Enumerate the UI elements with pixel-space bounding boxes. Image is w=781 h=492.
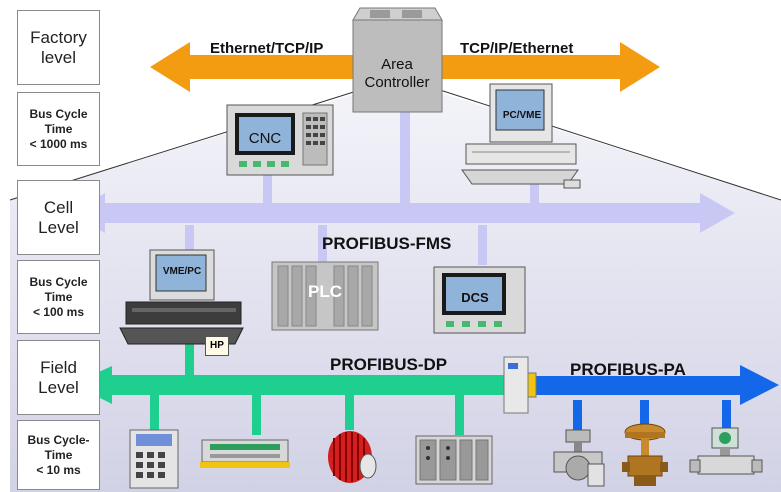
factory-level-label: Factory level	[17, 10, 100, 85]
ethernet-label-right: TCP/IP/Ethernet	[460, 40, 574, 57]
profibus-dp-label: PROFIBUS-DP	[330, 355, 448, 374]
profibus-fms-label: PROFIBUS-FMS	[322, 234, 452, 253]
field-level-label: Field Level	[17, 340, 100, 415]
drive-motor-icon	[322, 426, 378, 488]
control-valve-icon	[620, 420, 670, 490]
factory-bus-cycle-label: Bus Cycle Time < 1000 ms	[17, 92, 100, 166]
hp-badge: HP	[205, 336, 229, 356]
cnc-terminal-icon	[225, 103, 335, 178]
dp-pa-coupler-icon	[502, 355, 538, 415]
cnc-label: CNC	[248, 130, 282, 147]
profibus-pa-label: PROFIBUS-PA	[570, 360, 686, 379]
io-module-icon	[200, 432, 290, 472]
remote-io-icon	[414, 434, 494, 486]
valve-actuator-icon	[548, 428, 608, 488]
area-controller-label: Area Controller	[364, 56, 430, 91]
cell-bus-cycle-label: Bus Cycle Time < 100 ms	[17, 260, 100, 334]
flow-transmitter-icon	[688, 426, 768, 488]
dcs-label: DCS	[461, 290, 489, 305]
area-controller-icon	[350, 6, 445, 116]
cell-level-label: Cell Level	[17, 180, 100, 255]
vme-pc-workstation-icon	[118, 248, 248, 358]
vme-pc-label: VME/PC	[162, 266, 202, 277]
pc-vme-label: PC/VME	[502, 110, 542, 121]
ethernet-label-left: Ethernet/TCP/IP	[210, 40, 324, 57]
pc-vme-workstation-icon	[460, 82, 585, 192]
dcs-console-icon	[432, 265, 527, 335]
plc-rack-icon	[270, 260, 380, 332]
operator-panel-icon	[128, 428, 180, 490]
plc-label: PLC	[308, 282, 342, 301]
field-bus-cycle-label: Bus Cycle- Time < 10 ms	[17, 420, 100, 490]
